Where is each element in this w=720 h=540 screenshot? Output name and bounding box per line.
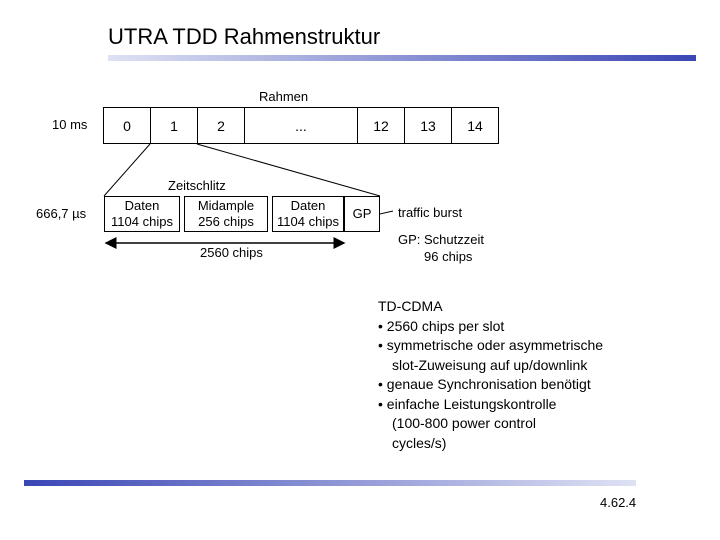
notes-line: slot-Zuweisung auf up/downlink xyxy=(392,356,588,373)
gp-guard-chips: 96 chips xyxy=(424,249,473,264)
zoom-line-right xyxy=(196,143,381,197)
slot-field-gp: GP xyxy=(344,196,380,232)
td-cdma-notes: TD-CDMA • 2560 chips per slot • symmetri… xyxy=(378,297,603,453)
slide-title: UTRA TDD Rahmenstruktur xyxy=(108,24,381,49)
notes-line: • genaue Synchronisation benötigt xyxy=(378,376,591,392)
page-number: 4.62.4 xyxy=(600,495,637,510)
notes-line: • einfache Leistungskontrolle xyxy=(378,395,557,412)
frame-slot-0: 0 xyxy=(103,107,151,144)
frame-label: Rahmen xyxy=(259,89,309,104)
frame-slot-2: 2 xyxy=(197,107,245,144)
frame-slot-1: 1 xyxy=(150,107,198,144)
frame-duration: 10 ms xyxy=(52,117,88,132)
traffic-burst-pointer xyxy=(379,210,394,215)
traffic-burst-label: traffic burst xyxy=(398,205,463,220)
notes-line: cycles/s) xyxy=(392,434,447,451)
notes-line: • 2560 chips per slot xyxy=(378,317,505,334)
frame-slot-ellipsis: ... xyxy=(244,107,358,144)
frame-slot-14: 14 xyxy=(451,107,499,144)
zoom-line-left xyxy=(103,143,151,197)
notes-heading: TD-CDMA xyxy=(378,298,443,314)
slot-total-chips: 2560 chips xyxy=(200,245,263,260)
frame-slot-12: 12 xyxy=(357,107,405,144)
notes-line: • symmetrische oder asymmetrische xyxy=(378,337,604,353)
notes-line: (100-800 power control xyxy=(392,415,536,431)
footer-bar xyxy=(24,480,636,486)
gp-guard-label: GP: Schutzzeit xyxy=(398,232,484,247)
frame-slot-13: 13 xyxy=(404,107,452,144)
slot-duration: 666,7 µs xyxy=(36,206,87,221)
slot-label: Zeitschlitz xyxy=(168,178,226,193)
title-underline-bar xyxy=(108,55,696,61)
